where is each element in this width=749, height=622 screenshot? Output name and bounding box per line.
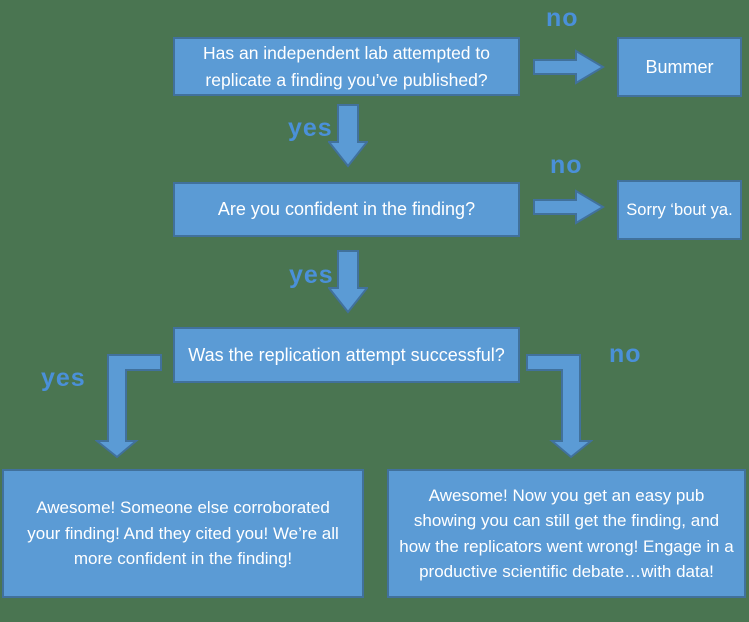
flow-node-sorry: Sorry ‘bout ya. [617, 180, 742, 240]
branch-label-yes-1: yes [288, 114, 333, 142]
node-text: Has an independent lab attempted to repl… [202, 43, 490, 90]
arrow-down-yes-1 [328, 104, 368, 168]
flow-node-question-confident: Are you confident in the finding? [173, 182, 520, 237]
branch-label-no-3: no [609, 340, 642, 368]
bent-arrow-down-icon [95, 354, 162, 459]
flow-node-bummer: Bummer [617, 37, 742, 97]
node-text: Awesome! Someone else corroborated your … [27, 498, 339, 569]
node-text: Are you confident in the finding? [217, 199, 476, 219]
node-text: Sorry ‘bout ya. [626, 200, 733, 219]
flow-node-question-replication-attempted: Has an independent lab attempted to repl… [173, 37, 520, 96]
block-arrow-down-icon [328, 250, 368, 314]
arrow-right-no-2 [533, 189, 605, 225]
arrow-right-no-1 [533, 49, 605, 85]
node-text: Was the replication attempt successful? [188, 344, 505, 365]
flow-node-question-replication-successful: Was the replication attempt successful? [173, 327, 520, 383]
block-arrow-right-icon [533, 49, 605, 85]
arrow-down-yes-2 [328, 250, 368, 314]
arrow-elbow-down-right [525, 353, 593, 459]
block-arrow-right-icon [533, 189, 605, 225]
flow-node-result-corroborated: Awesome! Someone else corroborated your … [2, 469, 364, 598]
branch-label-no-2: no [550, 151, 583, 179]
block-arrow-down-icon [328, 104, 368, 168]
branch-label-yes-2: yes [289, 261, 334, 289]
flow-node-result-easy-pub: Awesome! Now you get an easy pub showing… [387, 469, 746, 598]
arrow-elbow-down-left [95, 353, 163, 459]
bent-arrow-down-icon [526, 354, 593, 459]
branch-label-yes-3: yes [41, 364, 86, 392]
branch-label-no-1: no [546, 4, 579, 32]
node-text: Bummer [645, 56, 714, 77]
node-text: Awesome! Now you get an easy pub showing… [399, 485, 734, 582]
